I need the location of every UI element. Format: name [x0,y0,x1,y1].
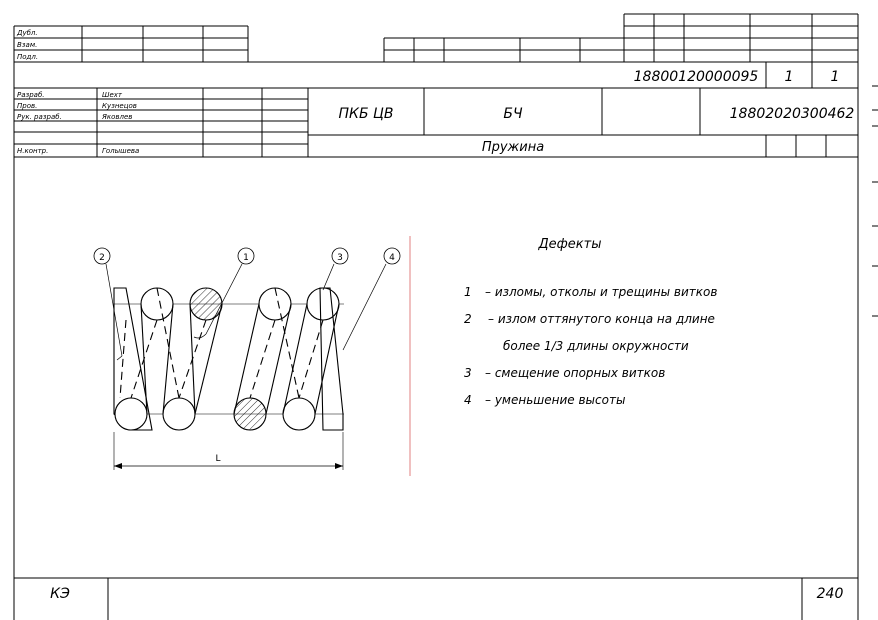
signature-name: Яковлев [101,113,132,121]
signature-role: Пров. [17,102,37,110]
signature-name: Голышева [102,147,139,155]
organization: ПКБ ЦВ [339,106,394,122]
callout-number: 1 [243,253,249,263]
callout-number: 2 [99,253,105,263]
defect-number: 2 [464,312,472,326]
signature-name: Кузнецов [102,102,137,110]
sheet-number: 1 [785,69,794,85]
defect-number: 1 [464,285,472,299]
callout-circle [93,247,111,265]
defect-text-continued: более 1/3 длины окружности [503,339,689,353]
signature-role: Н.контр. [17,147,48,155]
defect-displaced-coil [233,397,267,431]
signature-role: Разраб. [17,91,45,99]
main-frame [13,157,859,620]
callout-circle [237,247,255,265]
department: БЧ [503,106,523,122]
callout-number: 4 [389,253,395,263]
defect-crack-coil [189,287,223,321]
dimension-label: L [215,454,220,464]
callout-number: 3 [337,253,343,263]
sheets-total: 1 [831,69,840,85]
top-stamp-grid [13,13,859,89]
defect-text: – смещение опорных витков [485,366,665,380]
item-code: 18802020300462 [730,106,855,122]
footer-doc-type: КЭ [50,586,70,602]
spring-drawing [93,247,401,470]
defect-text: – уменьшение высоты [485,393,625,407]
doc-number: 18800120000095 [634,69,759,85]
defect-number: 3 [464,366,472,380]
item-name: Пружина [482,140,544,155]
edge-marks [872,85,878,317]
stamp-row-label: Подл. [17,53,38,61]
title-block-grid [13,88,859,158]
callout-circle [383,247,401,265]
defect-number: 4 [464,393,472,407]
stamp-row-label: Дубл. [16,29,38,37]
callout-circle [331,247,349,265]
signature-name: Шехт [102,91,123,99]
signature-role: Рук. разраб. [17,113,62,121]
footer-page-number: 240 [817,586,844,602]
defect-text: – изломы, отколы и трещины витков [485,285,717,299]
defects-title: Дефекты [538,237,602,252]
defect-text: – излом оттянутого конца на длине [488,312,715,326]
stamp-row-label: Взам. [17,41,37,49]
